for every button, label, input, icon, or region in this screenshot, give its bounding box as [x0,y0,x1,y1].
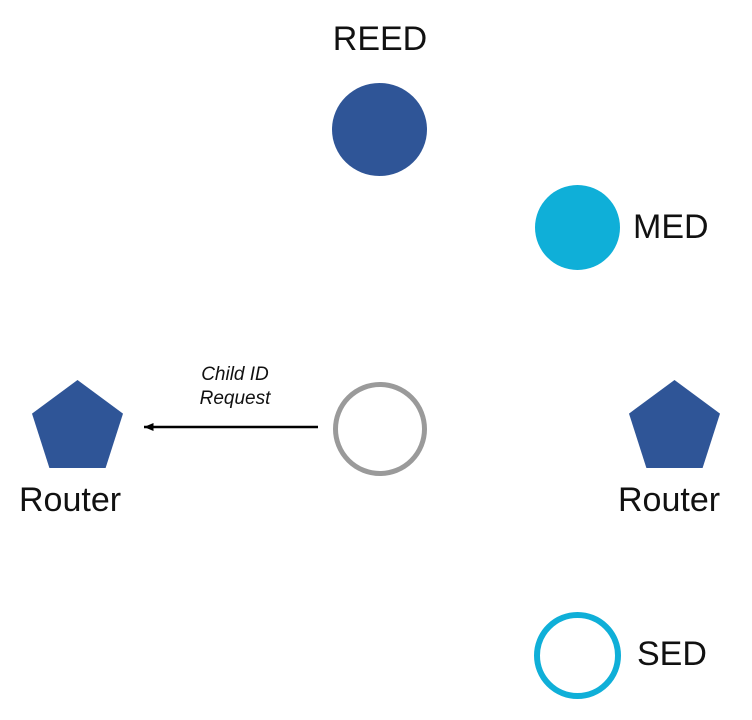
node-label-med: MED [633,208,709,246]
node-label-router-left: Router [19,481,122,519]
node-router-left-pentagon[interactable] [32,380,123,468]
edge-label-child-id-request: Child ID Request [175,363,295,411]
node-med-circle[interactable] [535,185,620,270]
edge-label-line-2: Request [199,388,271,409]
node-sed-circle[interactable] [534,612,621,699]
node-router-right-pentagon[interactable] [629,380,720,468]
edge-label-line-1: Child ID [201,364,269,385]
node-parent-circle[interactable] [333,382,427,476]
node-label-router-right: Router [618,481,721,519]
node-reed-circle[interactable] [332,83,427,176]
edge-arrow-child-id-request[interactable] [128,412,324,444]
node-label-reed: REED [332,20,428,58]
node-label-sed: SED [637,635,707,673]
